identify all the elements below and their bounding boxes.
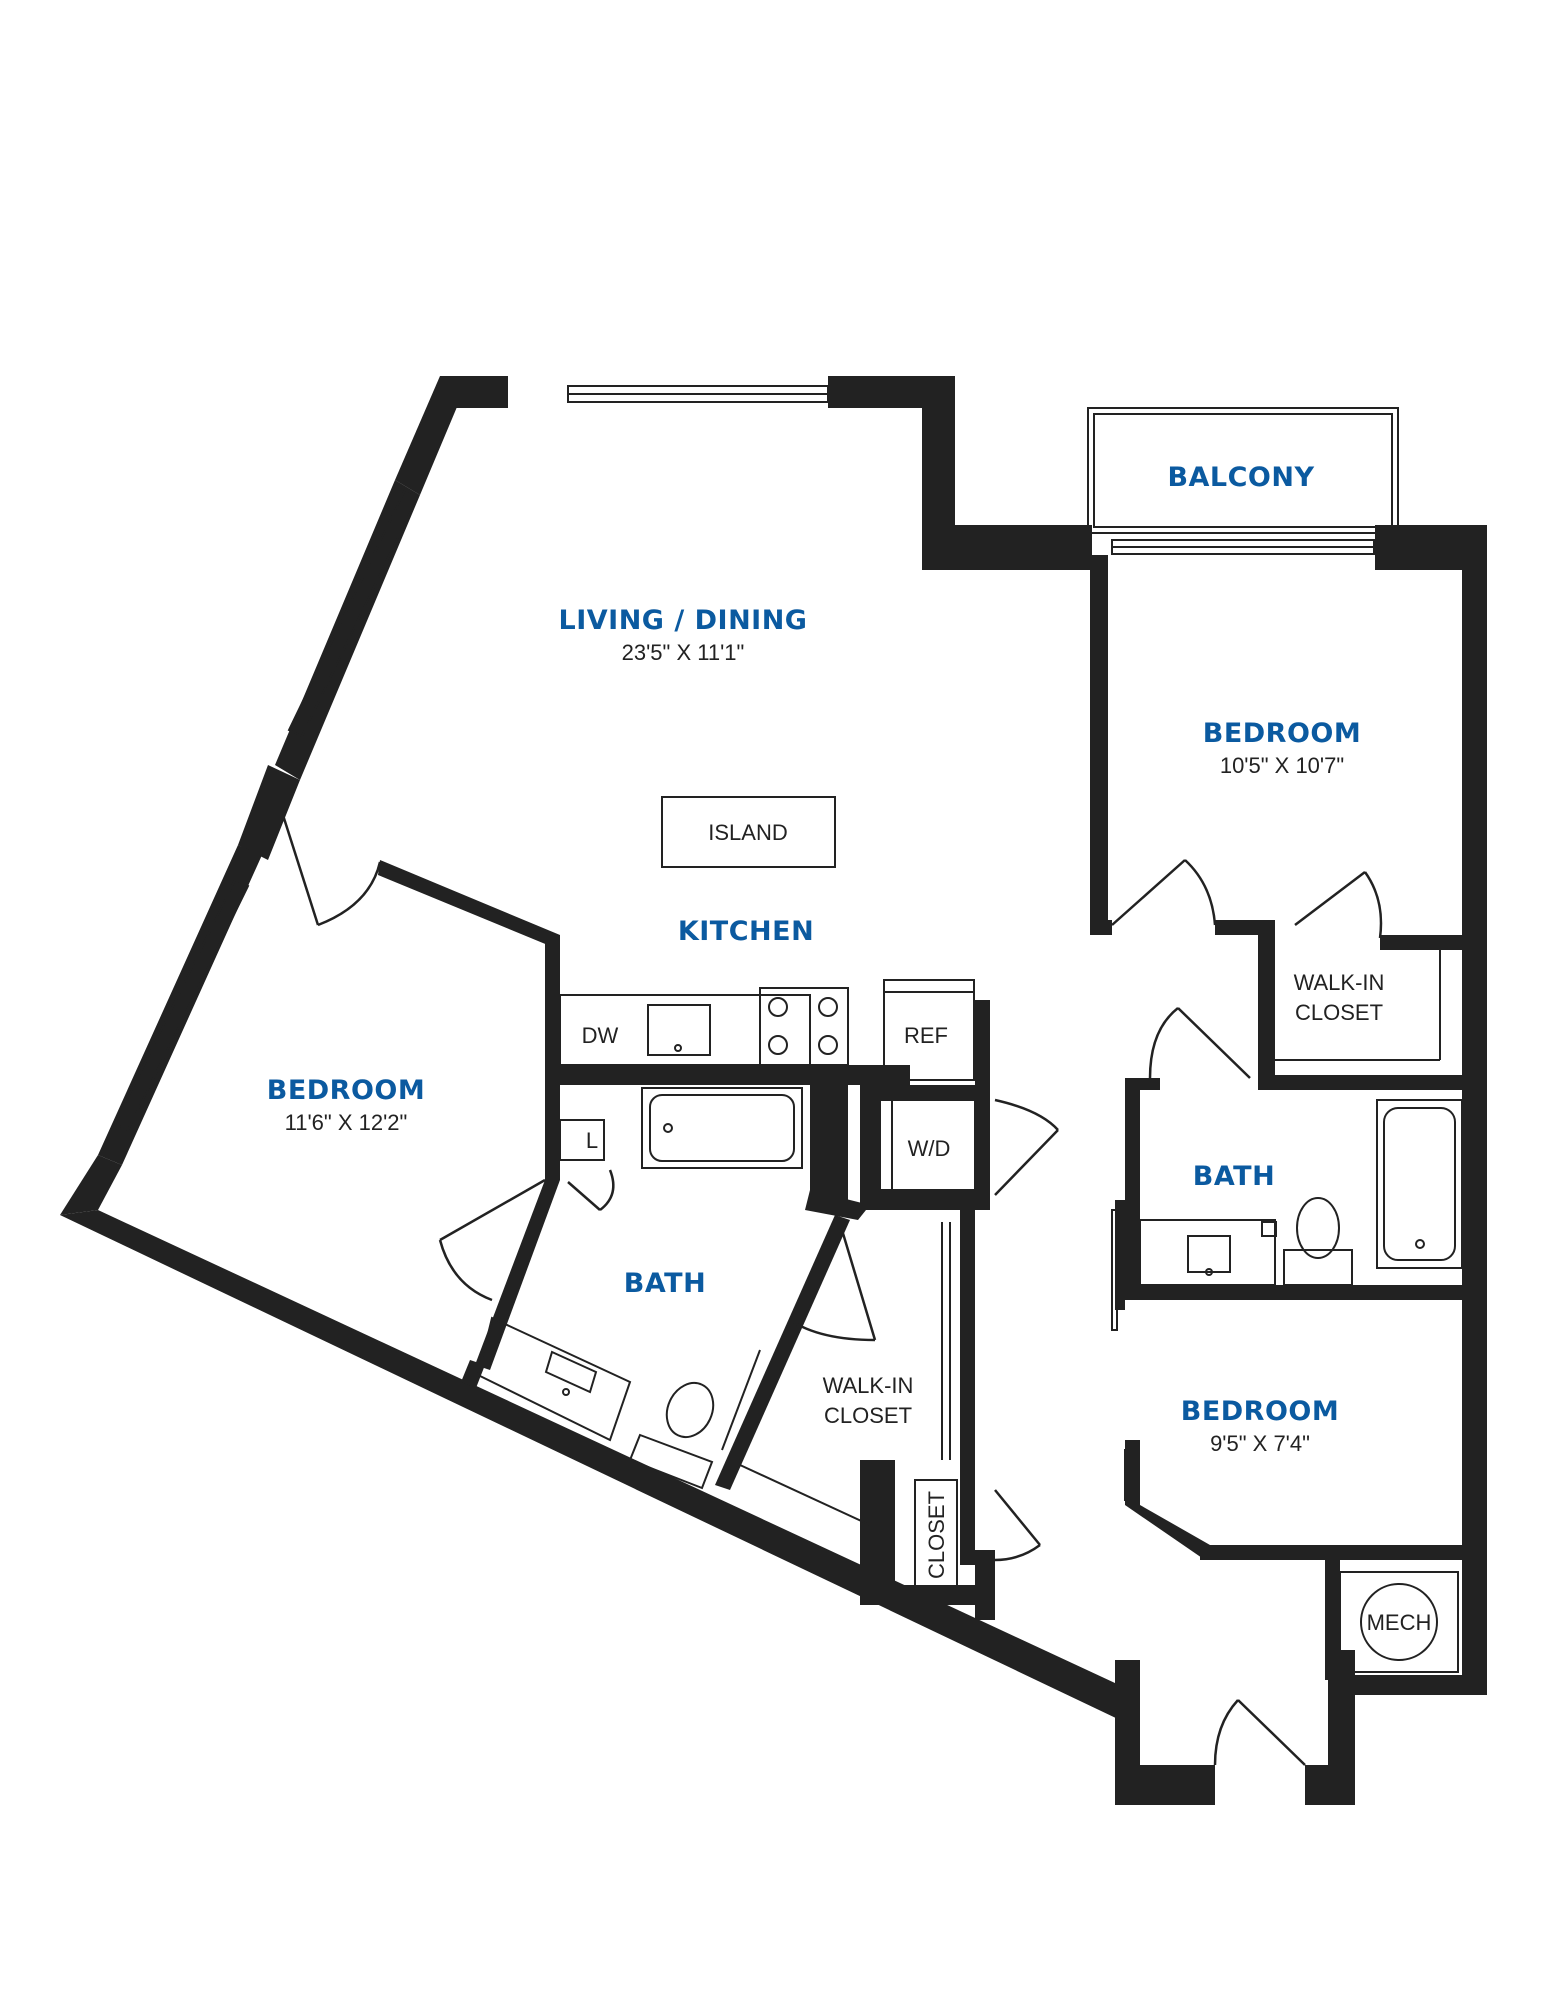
island [661, 796, 836, 868]
island-label: ISLAND [708, 820, 787, 845]
bedroom-lower-right-name: BEDROOM [1181, 1396, 1340, 1427]
right-toilet-icon [1296, 1197, 1340, 1259]
mech-icon [1360, 1583, 1438, 1661]
bedroom-upper-right-name: BEDROOM [1203, 718, 1362, 749]
walk-in-closet-right-line2: CLOSET [1295, 1000, 1383, 1025]
bedroom-left-name: BEDROOM [267, 1075, 426, 1106]
right-vanity [1139, 1219, 1276, 1286]
dishwasher-label: DW [582, 1023, 619, 1048]
laundry-closet-fixtures [739, 950, 1441, 1591]
closet [914, 1479, 958, 1591]
living-dining-name: LIVING / DINING [559, 605, 808, 636]
bath-sink-icon [544, 1350, 598, 1394]
refrigerator-label: REF [904, 1023, 948, 1048]
walk-in-closet-center-line1: WALK-IN [823, 1373, 914, 1398]
living-dining-dims: 23'5" X 11'1" [622, 640, 745, 665]
mech-label: MECH [1367, 1610, 1432, 1635]
kitchen-name: KITCHEN [678, 916, 814, 947]
center-bath-fixtures [476, 1087, 803, 1490]
kitchen-sink-icon [647, 1004, 711, 1056]
kitchen-fixtures [559, 796, 975, 1081]
balcony [1087, 407, 1399, 534]
right-bath-fixtures [1139, 1099, 1463, 1286]
balcony-name: BALCONY [1167, 462, 1314, 493]
linen-label: L [586, 1128, 598, 1153]
bedroom-left-dims: 11'6" X 12'2" [285, 1110, 408, 1135]
bedroom-upper-right-dims: 10'5" X 10'7" [1220, 753, 1344, 778]
range-icon [759, 987, 849, 1066]
vanity [476, 1316, 632, 1442]
washer-dryer [879, 1099, 976, 1191]
bath-center-name: BATH [624, 1268, 706, 1299]
door-swings [280, 811, 1383, 1766]
walk-in-closet-right-line1: WALK-IN [1294, 970, 1385, 995]
bath-right-name: BATH [1193, 1161, 1275, 1192]
right-bathtub-icon [1376, 1099, 1463, 1269]
washer-dryer-label: W/D [908, 1136, 951, 1161]
windows [113, 385, 1375, 1132]
closet-label: CLOSET [924, 1491, 949, 1579]
walk-in-closet-center-line2: CLOSET [824, 1403, 912, 1428]
right-sink-icon [1187, 1235, 1231, 1273]
bedroom-lower-right-dims: 9'5" X 7'4" [1210, 1431, 1310, 1456]
bathtub-icon [641, 1087, 803, 1169]
room-labels: LIVING / DINING 23'5" X 11'1" ISLAND KIT… [267, 462, 1432, 1635]
toilet-icon [665, 1381, 715, 1439]
refrigerator [883, 979, 975, 1081]
mech-unit [1339, 1571, 1459, 1673]
linen-closet [559, 1119, 605, 1161]
